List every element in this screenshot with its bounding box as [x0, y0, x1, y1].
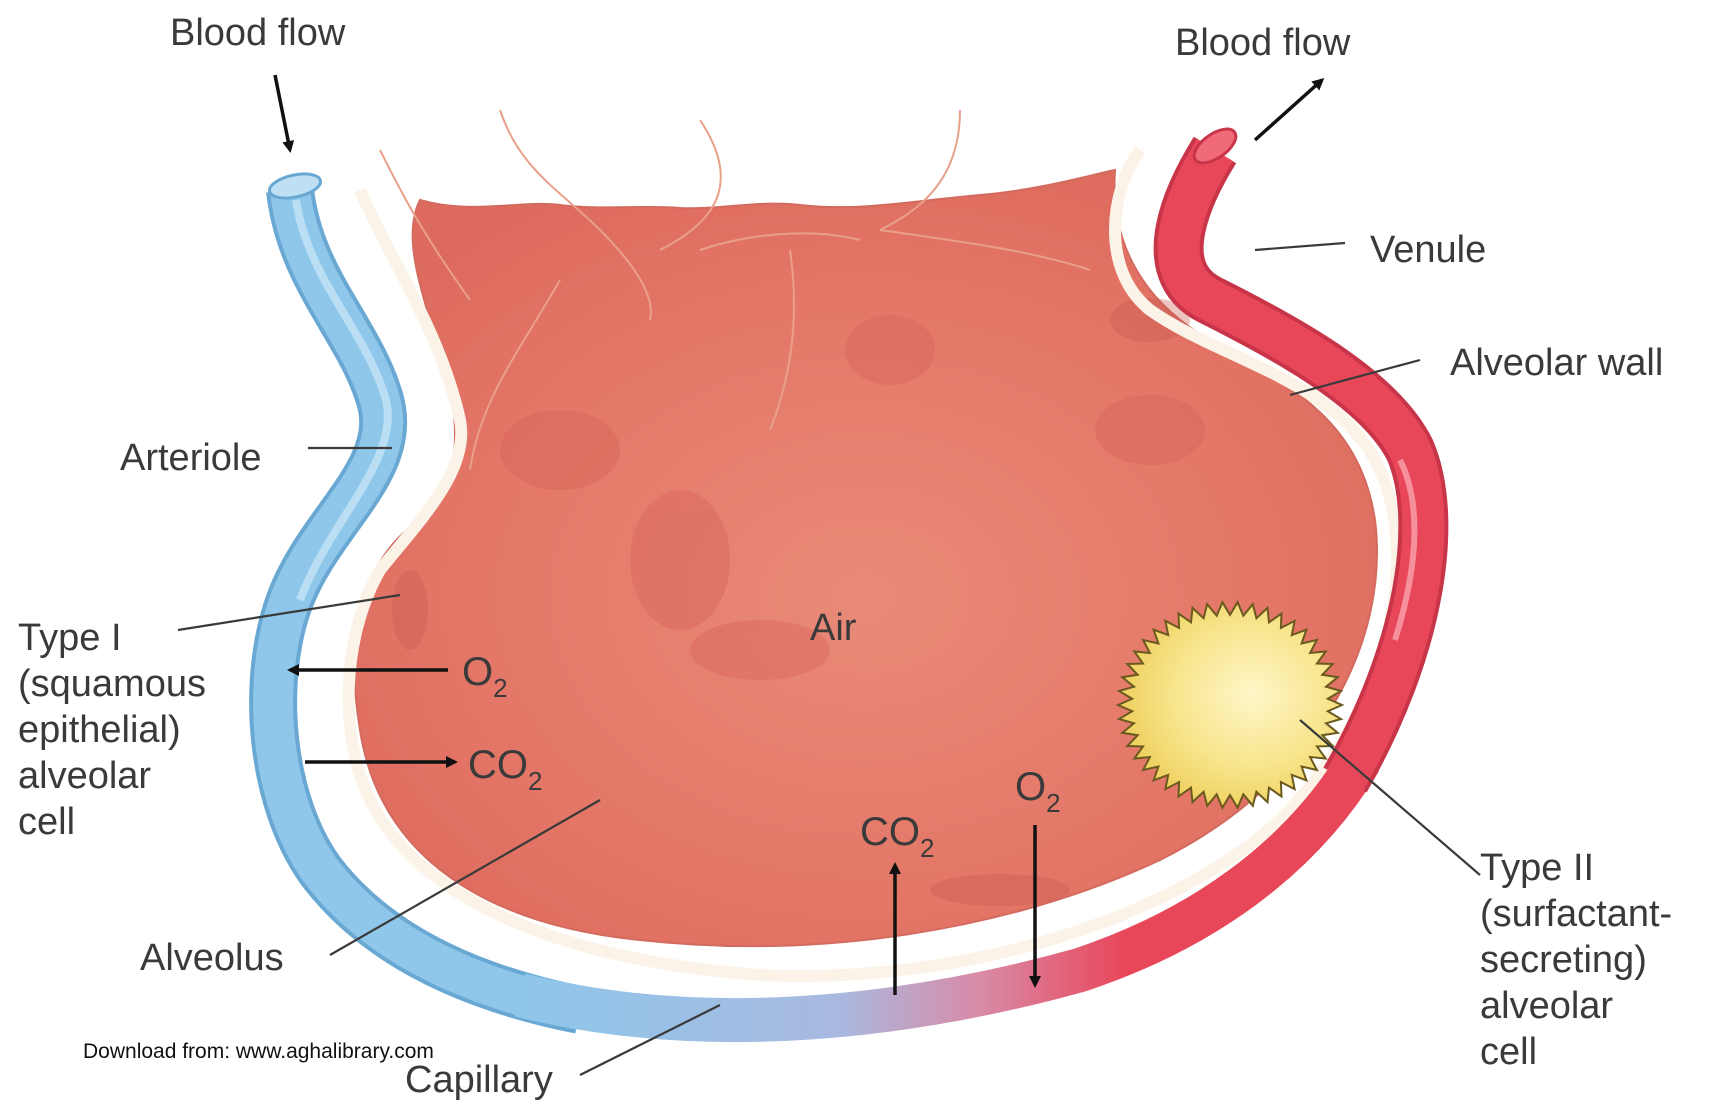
svg-text:Type I: Type I: [18, 617, 122, 659]
svg-text:(squamous: (squamous: [18, 663, 206, 705]
type1-label: Type I (squamous epithelial) alveolar ce…: [18, 617, 206, 843]
svg-text:secreting): secreting): [1480, 939, 1647, 981]
blood-flow-out-label: Blood flow: [1175, 22, 1351, 64]
svg-text:(surfactant-: (surfactant-: [1480, 893, 1672, 935]
blood-flow-out-arrow: [1255, 80, 1322, 140]
alveolar-wall-label: Alveolar wall: [1450, 342, 1663, 384]
svg-text:alveolar: alveolar: [1480, 985, 1613, 1027]
blood-flow-in-arrow: [275, 75, 290, 150]
blood-flow-arrows: [275, 75, 1322, 150]
type2-label: Type II (surfactant- secreting) alveolar…: [1480, 847, 1672, 1073]
capillary-label: Capillary: [405, 1059, 553, 1101]
venule-label: Venule: [1370, 229, 1486, 271]
download-credit: Download from: www.aghalibrary.com: [83, 1040, 434, 1063]
svg-text:cell: cell: [1480, 1031, 1537, 1073]
svg-text:cell: cell: [18, 801, 75, 843]
svg-text:alveolar: alveolar: [18, 755, 151, 797]
svg-text:epithelial): epithelial): [18, 709, 181, 751]
air-label: Air: [810, 607, 857, 649]
svg-text:Type II: Type II: [1480, 847, 1594, 889]
alveolus-label: Alveolus: [140, 937, 284, 979]
blood-flow-in-label: Blood flow: [170, 12, 346, 54]
arteriole-label: Arteriole: [120, 437, 262, 479]
